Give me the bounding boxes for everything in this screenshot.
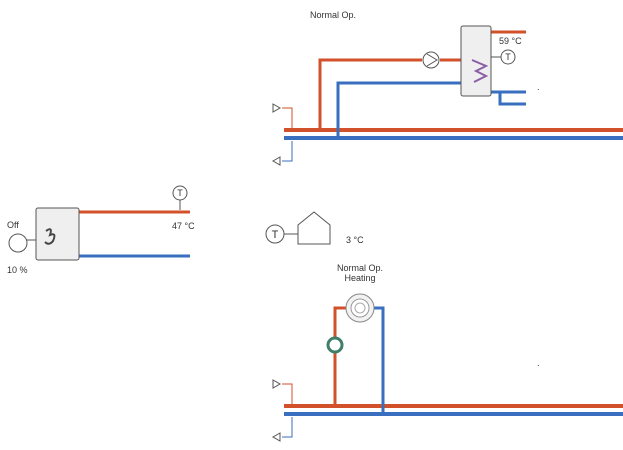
dhw-tank-temp-label: 59 °C — [499, 36, 522, 46]
outdoor-sensor: T — [265, 211, 331, 245]
boiler-supply-temp-label: 47 °C — [172, 221, 195, 231]
boiler-status-label: Off — [7, 220, 19, 230]
dhw-return-pipe — [336, 81, 470, 136]
heating-circuit — [271, 293, 623, 442]
mixing-valve-icon[interactable] — [326, 336, 344, 354]
flame-icon — [44, 228, 56, 245]
sensor-glyph: T — [272, 229, 279, 241]
hc-extra-mark: . — [537, 358, 540, 368]
hc-pump-icon[interactable] — [345, 293, 375, 323]
sensor-glyph: T — [177, 188, 183, 198]
dhw-pump-icon[interactable] — [422, 51, 440, 69]
hc-supply-pipe — [333, 306, 348, 404]
heat-coil-icon — [471, 59, 489, 83]
supply-arrow-icon — [272, 379, 293, 404]
house-icon — [297, 211, 331, 245]
supply-arrow-icon — [272, 103, 293, 128]
boiler-pump-icon[interactable] — [8, 233, 36, 253]
dhw-status-label: Normal Op. — [310, 10, 357, 20]
outdoor-temperature-sensor-icon[interactable]: T — [265, 224, 298, 244]
hc-mode-label: Heating — [344, 273, 376, 283]
boiler-modulation-label: 10 % — [7, 265, 28, 275]
sensor-glyph: T — [505, 52, 511, 62]
boiler-unit: T — [8, 185, 190, 261]
return-arrow-icon — [271, 141, 293, 166]
return-arrow-icon — [271, 417, 293, 442]
dhw-temperature-sensor-icon[interactable]: T — [491, 49, 516, 65]
dhw-circuit: T — [271, 25, 623, 166]
boiler-tank-icon[interactable] — [35, 207, 80, 261]
boiler-temperature-sensor-icon[interactable]: T — [172, 185, 188, 210]
dhw-cold-inlet-pipe — [491, 90, 526, 106]
outdoor-temp-label: 3 °C — [346, 235, 364, 245]
dhw-supply-pipe — [318, 58, 422, 128]
hc-status-label: Normal Op. — [336, 263, 383, 273]
dhw-extra-mark: . — [537, 82, 540, 92]
hc-return-pipe — [372, 306, 385, 412]
